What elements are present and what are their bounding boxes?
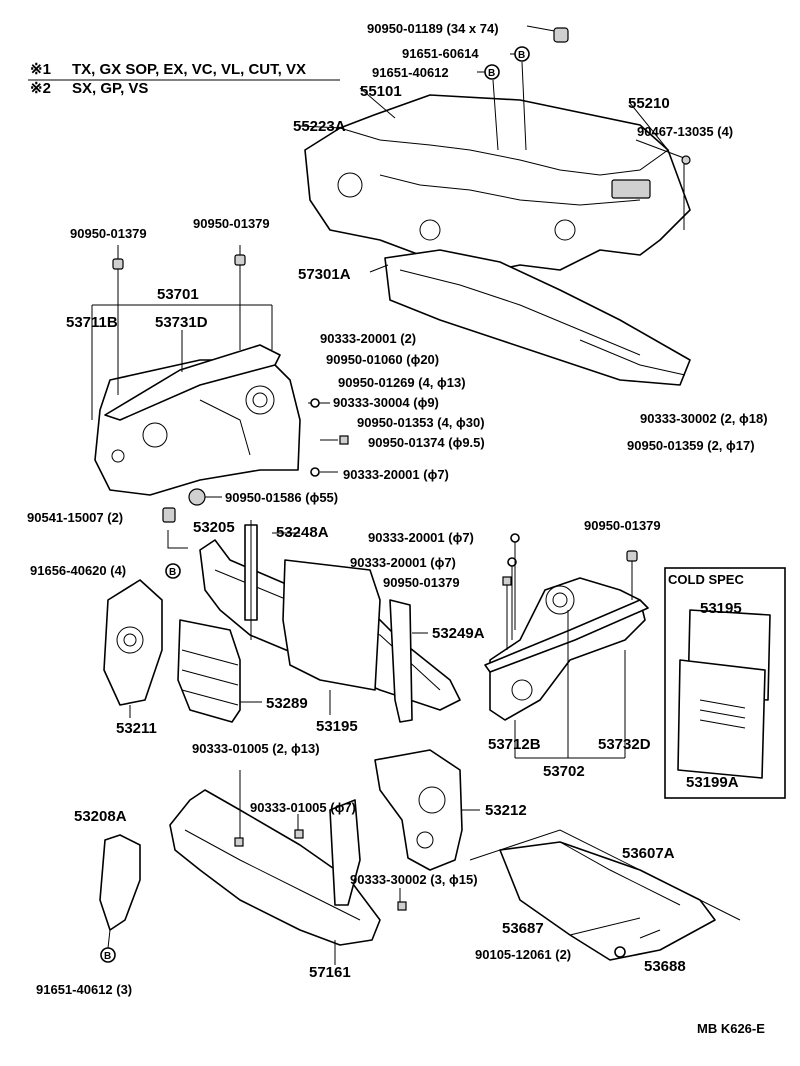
legend-text-1: TX, GX SOP, EX, VC, VL, CUT, VX [72, 61, 306, 78]
radiator-support-illustration [103, 507, 461, 723]
callout-label: 53687 [502, 920, 544, 937]
callout-label: 91651-60614 [402, 46, 479, 61]
callout-label: 53249A [432, 625, 485, 642]
apron-left-illustration [91, 245, 349, 506]
callout-label: 53607A [622, 845, 675, 862]
callout-label: 53711B [66, 314, 118, 331]
legend: ※1 TX, GX SOP, EX, VC, VL, CUT, VX ※2 SX… [28, 61, 340, 97]
callout-label: 90950-01374 (ϕ9.5) [368, 435, 485, 450]
callout-label: 90333-30002 (3, ϕ15) [350, 872, 478, 887]
callout-label: 53205 [193, 519, 235, 536]
bolt-marker: B [104, 951, 111, 962]
callout-label: 53195 [316, 718, 358, 735]
callout-label: 90333-30004 (ϕ9) [333, 395, 439, 410]
callout-label: 91656-40620 (4) [30, 563, 126, 578]
callout-label: 57161 [309, 964, 351, 981]
callout-label: 55210 [628, 95, 670, 112]
callout-label: 90105-12061 (2) [475, 947, 571, 962]
callout-label: 90333-20001 (ϕ7) [350, 555, 456, 570]
callout-label: 90333-20001 (ϕ7) [343, 467, 449, 482]
callout-label: 53701 [157, 286, 199, 303]
callout-label: 90950-01379 [70, 226, 147, 241]
callout-label: 90541-15007 (2) [27, 510, 123, 525]
callout-label: 53731D [155, 314, 208, 331]
document-code: MB K626-E [697, 1021, 765, 1036]
callout-label: 53208A [74, 808, 127, 825]
callout-label: 90467-13035 (4) [637, 124, 733, 139]
callout-label: 90333-01005 (ϕ7) [250, 800, 356, 815]
bolt-markers: B B B B [104, 50, 525, 962]
legend-text-2: SX, GP, VS [72, 80, 148, 97]
callout-label: 90333-20001 (2) [320, 331, 416, 346]
callout-label: 53702 [543, 763, 585, 780]
cold-spec-box [664, 567, 786, 799]
callout-label: 55101 [360, 83, 402, 100]
callout-label: 91651-40612 (3) [36, 982, 132, 997]
callout-label: 90950-01586 (ϕ55) [225, 490, 338, 505]
callout-label: 90950-01379 [193, 216, 270, 231]
cold-spec-title: COLD SPEC [668, 572, 744, 587]
callout-label: 53211 [116, 720, 157, 737]
callout-label: 90950-01269 (4, ϕ13) [338, 375, 466, 390]
callout-label: 53688 [644, 958, 686, 975]
bolt-marker: B [518, 50, 525, 61]
callout-label: 90950-01189 (34 x 74) [367, 21, 499, 36]
cold-spec-part-bottom: 53199A [686, 774, 739, 791]
callout-label: 90950-01359 (2, ϕ17) [627, 438, 755, 453]
callout-label: 90950-01353 (4, ϕ30) [357, 415, 485, 430]
dash-panel-illustration [299, 25, 691, 386]
callout-label: 53212 [485, 802, 527, 819]
cold-spec-part-top: 53195 [700, 600, 742, 617]
callout-label: 90333-01005 (2, ϕ13) [192, 741, 320, 756]
callout-labels: 90950-01189 (34 x 74) 91651-60614 91651-… [27, 21, 768, 997]
callout-label: 55223A [293, 118, 346, 135]
callout-label: 90950-01379 [383, 575, 460, 590]
bolt-marker: B [169, 567, 176, 578]
callout-label: 91651-40612 [372, 65, 449, 80]
callout-label: 57301A [298, 266, 351, 283]
callout-label: 53732D [598, 736, 651, 753]
callout-label: 53248A [276, 524, 329, 541]
bolt-marker: B [488, 68, 495, 79]
callout-label: 90333-20001 (ϕ7) [368, 530, 474, 545]
callout-label: 53289 [266, 695, 308, 712]
legend-mark-1: ※1 [30, 61, 51, 78]
callout-label: 90333-30002 (2, ϕ18) [640, 411, 768, 426]
callout-label: 90950-01060 (ϕ20) [326, 352, 439, 367]
legend-mark-2: ※2 [30, 80, 51, 97]
callout-label: 53712B [488, 736, 541, 753]
lower-crossmember-illustration [99, 749, 741, 965]
callout-label: 90950-01379 [584, 518, 661, 533]
apron-right-illustration [484, 533, 649, 759]
